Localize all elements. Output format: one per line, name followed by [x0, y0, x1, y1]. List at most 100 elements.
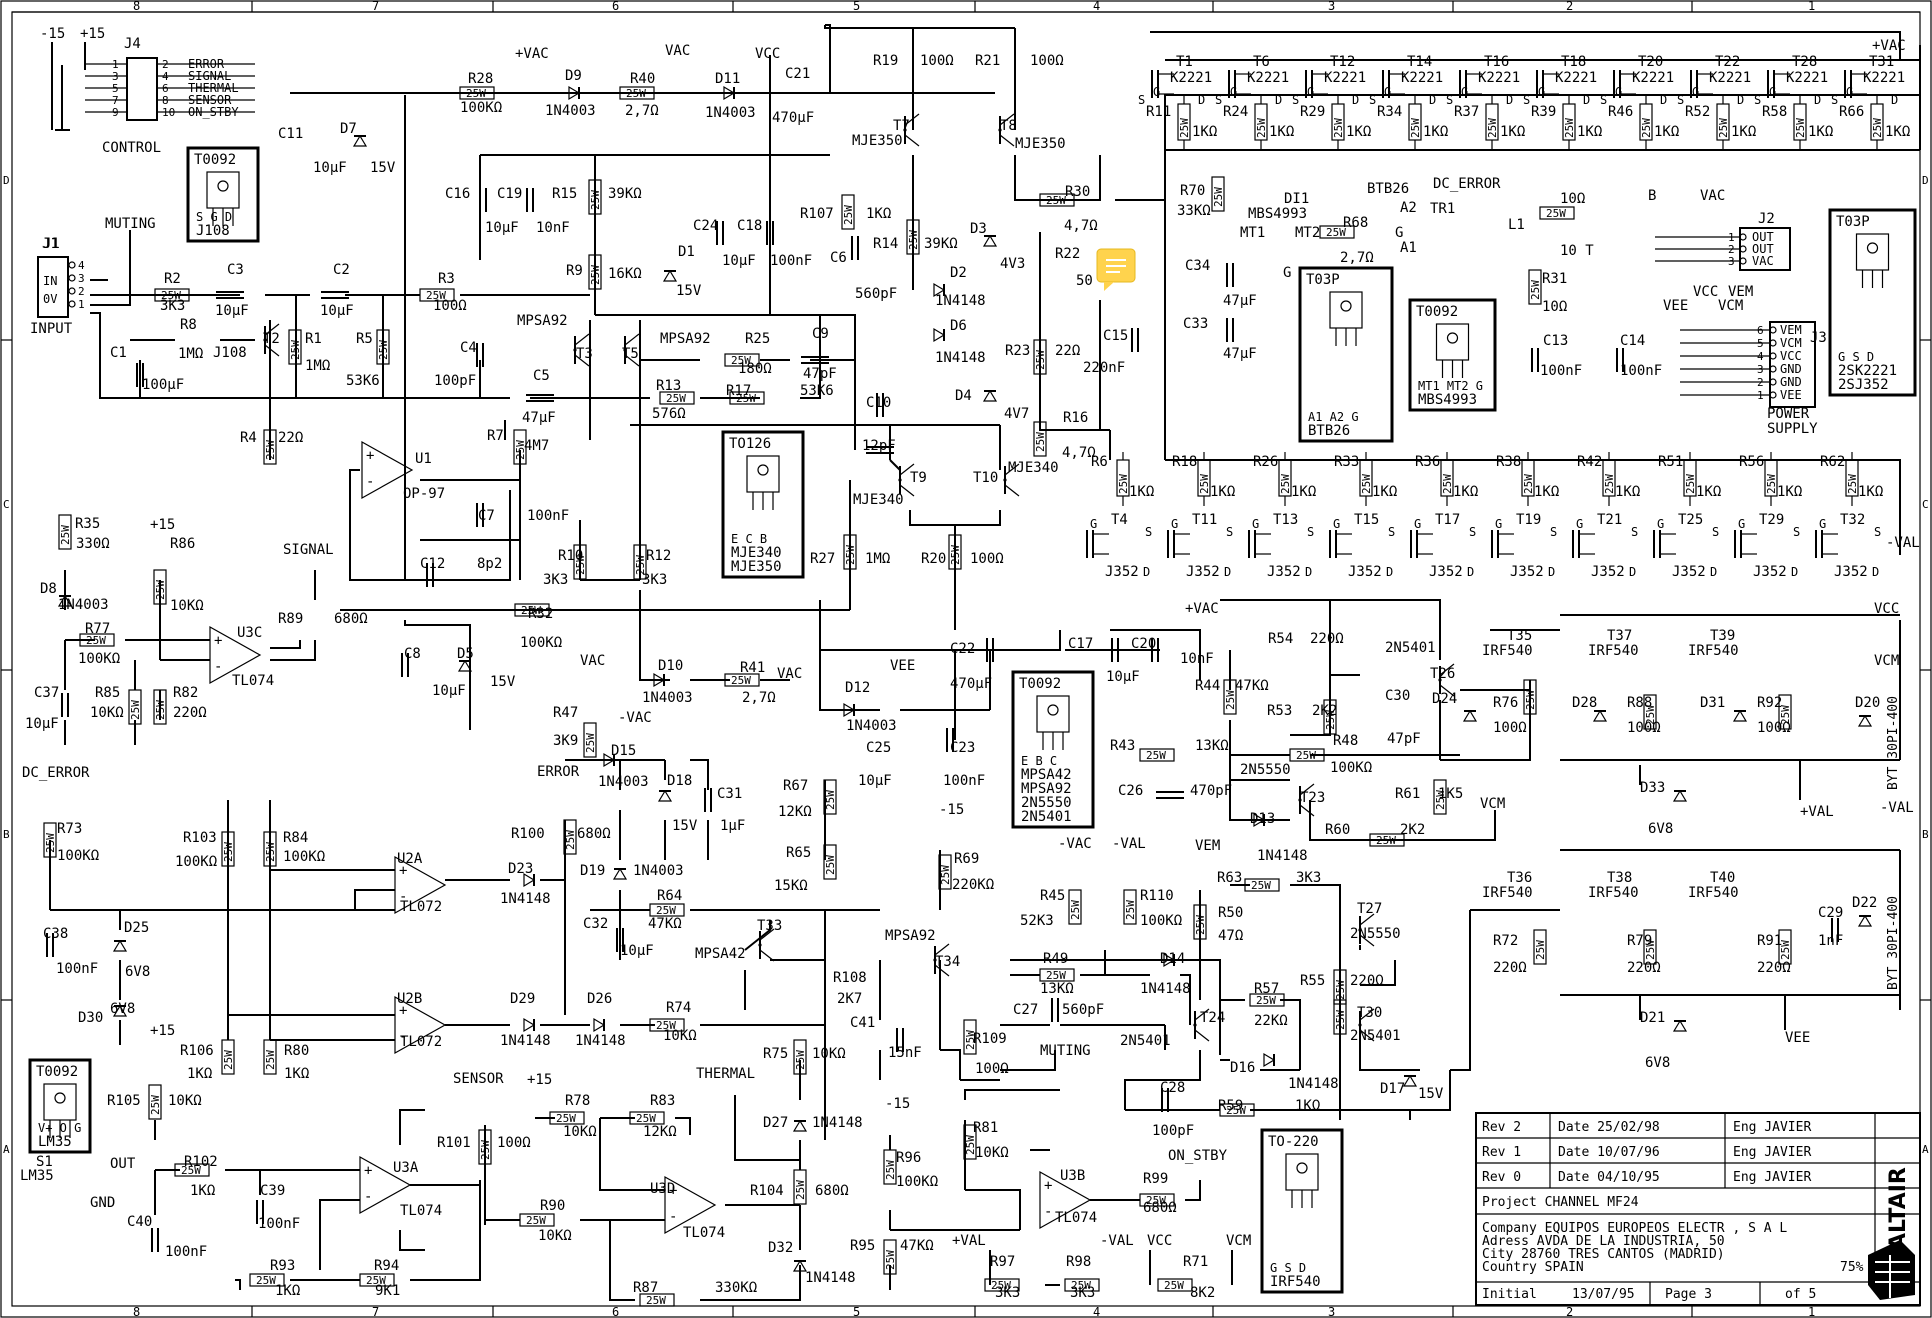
resistor-power: 25W	[584, 733, 597, 753]
component-label: R100	[511, 826, 545, 842]
pin-letter: S	[1226, 525, 1233, 539]
pin-letter: S	[1145, 525, 1152, 539]
resistor-ref: R29	[1300, 104, 1325, 120]
component-label: 53K6	[346, 373, 380, 389]
package-name: TO-220	[1268, 1134, 1319, 1150]
resistor-value: 1KΩ	[1615, 484, 1640, 500]
package-name: T03P	[1836, 214, 1870, 230]
component-label: D27	[763, 1115, 788, 1131]
transistor-part: J352	[1348, 564, 1382, 580]
resistor-ref: R38	[1496, 454, 1521, 470]
pin-letter: G	[1495, 517, 1502, 531]
rev-label: Rev 0	[1482, 1170, 1521, 1185]
pin-letter: S	[1292, 93, 1299, 107]
resistor-power: 25W	[884, 1160, 897, 1180]
transistor-part: K2221	[1324, 70, 1366, 86]
component-label: R88	[1627, 695, 1652, 711]
pin-letter: G	[1738, 517, 1745, 531]
component-label: 13KΩ	[1040, 981, 1074, 997]
resistor-power: 25W	[1164, 1279, 1184, 1292]
component-label: 1N4148	[575, 1033, 626, 1049]
resistor-power: 25W	[466, 87, 486, 100]
transistor-part: J352	[1591, 564, 1625, 580]
component-label: VCC	[1147, 1233, 1172, 1249]
pin-letter: G	[1153, 85, 1160, 99]
component-label: R50	[1218, 905, 1243, 921]
company-country: Country SPAIN	[1482, 1260, 1584, 1275]
component-label: 10µF	[313, 160, 347, 176]
pin-letter: D	[1429, 93, 1436, 107]
pin-letter: D	[1548, 565, 1555, 579]
package-name: T0092	[36, 1064, 78, 1080]
component-label: R5	[356, 331, 373, 347]
package-pins: A1 A2 G	[1308, 410, 1359, 424]
resistor-power: 25W	[666, 392, 686, 405]
component-label: 10µF	[722, 253, 756, 269]
component-label: 330Ω	[76, 536, 110, 552]
component-label: 1KΩ	[866, 206, 891, 222]
component-label: R78	[565, 1093, 590, 1109]
resistor-power: 25W	[964, 1135, 977, 1155]
opamp-minus: -	[366, 474, 374, 490]
component-label: 47Ω	[1218, 928, 1243, 944]
component-label: 22Ω	[278, 430, 303, 446]
component-label: R70	[1180, 183, 1205, 199]
package-part: J108	[196, 223, 230, 239]
component-label: 100KΩ	[1140, 913, 1182, 929]
component-label: R72	[1493, 933, 1518, 949]
resistor-power: 25W	[59, 525, 72, 545]
component-label: D29	[510, 991, 535, 1007]
pin-letter: D	[1506, 93, 1513, 107]
resistor-power: 25W	[1644, 705, 1657, 725]
resistor-power: 25W	[794, 1180, 807, 1200]
transistor-part: J352	[1834, 564, 1868, 580]
component-label: T3	[576, 346, 593, 362]
component-label: -VAL	[1100, 1233, 1134, 1249]
component-label: D13	[1250, 811, 1275, 827]
comment-note-icon[interactable]	[1096, 248, 1136, 291]
resistor-power: 25W	[731, 674, 751, 687]
component-label: 100Ω	[1030, 53, 1064, 69]
pin-label: VEE	[1780, 388, 1802, 402]
resistor-value: 1KΩ	[1423, 124, 1448, 140]
component-label: C21	[785, 66, 810, 82]
resistor-power: 25W	[1296, 749, 1316, 762]
pin-label: VCC	[1780, 349, 1802, 363]
component-label: MJE350	[852, 133, 903, 149]
component-label: 10 T	[1560, 243, 1594, 259]
component-label: D2	[950, 265, 967, 281]
component-label: C30	[1385, 688, 1410, 704]
component-label: 2N5401	[1385, 640, 1436, 656]
pin-number: 3	[78, 272, 85, 285]
component-label: 15V	[490, 674, 516, 690]
component-label: 1N4148	[500, 1033, 551, 1049]
component-label: R94	[374, 1258, 399, 1274]
package-part: LM35	[38, 1134, 72, 1150]
resistor-power: 25W	[1224, 690, 1237, 710]
component-label: C40	[127, 1214, 152, 1230]
component-label: 4M7	[524, 438, 549, 454]
pin-letter: G	[1615, 85, 1622, 99]
resistor-value: 1KΩ	[1372, 484, 1397, 500]
resistor-power: 25W	[824, 855, 837, 875]
component-label: D3	[970, 221, 987, 237]
resistor-value: 1KΩ	[1534, 484, 1559, 500]
component-label: R44	[1195, 678, 1220, 694]
resistor-power: 25W	[842, 205, 855, 225]
resistor-power: 25W	[656, 1019, 676, 1032]
rev-date: Date 04/10/95	[1558, 1170, 1660, 1185]
component-label: 4,7Ω	[1064, 218, 1098, 234]
resistor-power: 25W	[949, 545, 962, 565]
component-label: 100KΩ	[896, 1174, 938, 1190]
component-label: 1N4148	[1257, 848, 1308, 864]
pin-label: VAC	[1752, 254, 1774, 268]
component-label: C41	[850, 1015, 875, 1031]
component-label: 4V3	[1000, 256, 1025, 272]
component-label: C12	[420, 556, 445, 572]
component-label: VAC	[665, 43, 690, 59]
resistor-value: 1KΩ	[1192, 124, 1217, 140]
component-label: 10µF	[215, 303, 249, 319]
package-pins: G S D	[1270, 1261, 1306, 1275]
resistor-value: 1KΩ	[1291, 484, 1316, 500]
resistor-value: 1KΩ	[1808, 124, 1833, 140]
